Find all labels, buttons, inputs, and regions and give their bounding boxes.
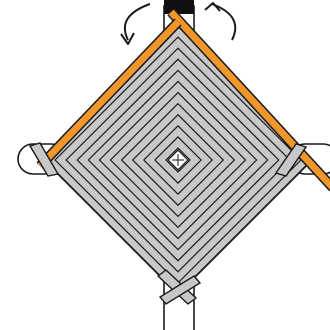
stick-end-knob	[164, 0, 194, 14]
